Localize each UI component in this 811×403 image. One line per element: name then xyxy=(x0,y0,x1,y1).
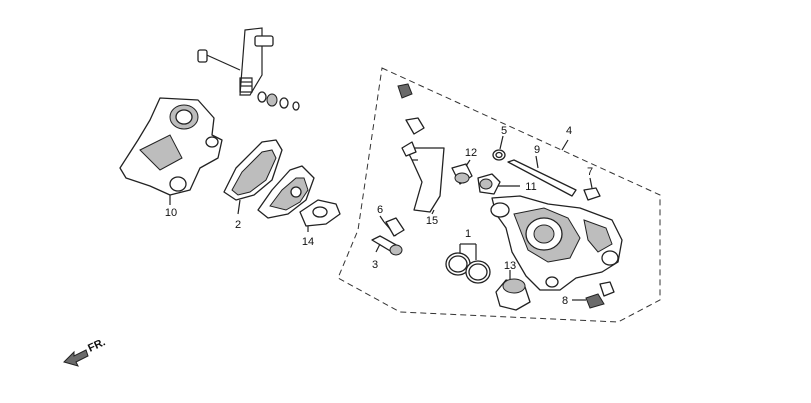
assembly-boundary xyxy=(337,67,661,323)
callout-11: 11 xyxy=(525,181,536,193)
callout-5: 5 xyxy=(501,125,507,137)
callout-12: 12 xyxy=(465,147,477,159)
callout-15: 15 xyxy=(426,215,438,227)
callout-13: 13 xyxy=(504,260,516,272)
front-direction-arrow xyxy=(63,349,89,367)
callout-3: 3 xyxy=(372,259,378,271)
callout-8: 8 xyxy=(562,295,568,307)
part-2-brake-pads xyxy=(223,139,315,219)
part-13-piston xyxy=(495,270,531,311)
part-15-pad-holder xyxy=(401,117,445,215)
bleeder-cap xyxy=(397,83,413,99)
part-14-pad-spring xyxy=(299,199,341,232)
part-5-oring xyxy=(492,135,506,161)
part-3-bolt xyxy=(371,235,403,256)
callout-1: 1 xyxy=(465,228,471,240)
caliper-body xyxy=(490,195,623,291)
callout-14: 14 xyxy=(302,236,314,248)
direction-label: FR. xyxy=(86,336,107,354)
callout-7: 7 xyxy=(587,166,593,178)
callout-10: 10 xyxy=(165,207,177,219)
part-11-boot xyxy=(477,173,520,195)
part-8-bleeder-screw xyxy=(572,281,615,309)
part-6-bleeder-valve xyxy=(379,215,405,237)
callout-2: 2 xyxy=(235,219,241,231)
part-7-spring xyxy=(583,177,601,201)
part-4-leader xyxy=(561,139,569,151)
part-10-caliper-bracket xyxy=(119,97,223,205)
fork-leg-and-bolt xyxy=(197,27,300,111)
part-12-pin-bolt xyxy=(451,159,473,185)
callout-9: 9 xyxy=(534,144,540,156)
callout-6: 6 xyxy=(377,204,383,216)
part-1-piston-seals xyxy=(445,243,491,284)
callout-4: 4 xyxy=(566,125,572,137)
part-9-slide-pin xyxy=(507,155,577,197)
